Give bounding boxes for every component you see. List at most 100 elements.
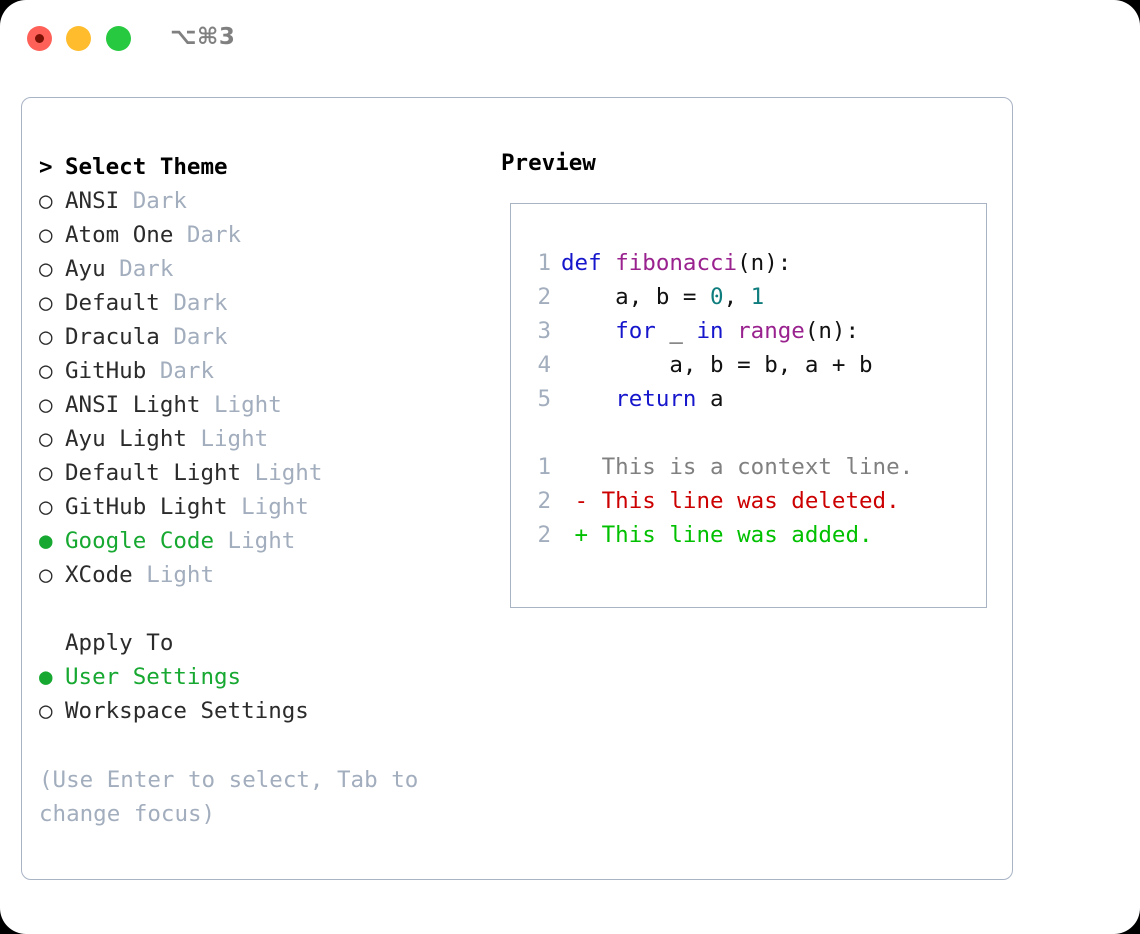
theme-option-tag: Light <box>200 392 282 418</box>
apply-to-option-name: Workspace Settings <box>65 698 309 724</box>
theme-option-row[interactable]: ○ Default Light Light <box>39 456 479 490</box>
select-theme-header: > Select Theme <box>39 150 479 184</box>
theme-option-tag: Dark <box>146 358 215 384</box>
theme-option-row[interactable]: ○ Ayu Light Light <box>39 422 479 456</box>
theme-option-name: Dracula <box>65 324 160 350</box>
theme-list-column: >Select Theme ○ANSI Dark○Atom One Dark○A… <box>39 150 479 728</box>
theme-option-name: Default <box>65 290 160 316</box>
theme-option-name: Ayu Light <box>65 426 187 452</box>
theme-option-row[interactable]: ○Ayu Dark <box>39 252 479 286</box>
theme-option-row[interactable]: ●Google Code Light <box>39 524 479 558</box>
theme-option-tag: Light <box>132 562 215 588</box>
prompt-caret-icon: > <box>39 154 53 180</box>
line-number: 2 <box>537 488 551 514</box>
theme-option-name: ANSI <box>65 188 120 214</box>
line-content: This is a context line. <box>551 454 914 480</box>
list-spacer <box>39 592 479 626</box>
radio-selected-icon: ● <box>39 664 53 690</box>
theme-option-tag: Dark <box>159 290 228 316</box>
line-number: 4 <box>537 352 551 378</box>
line-number: 3 <box>537 318 551 344</box>
code-token: - This line was deleted. <box>561 488 900 514</box>
code-line-row: 2 a, b = 0, 1 <box>525 280 975 314</box>
theme-option-row[interactable]: ○ ANSI Dark <box>39 184 479 218</box>
radio-unselected-icon: ○ <box>39 392 53 418</box>
code-token: a, b = <box>561 284 711 310</box>
apply-to-option-name: User Settings <box>65 664 242 690</box>
code-token: + This line was added. <box>561 522 873 548</box>
radio-selected-icon: ● <box>39 528 53 554</box>
theme-option-row[interactable]: ○GitHub Light Light <box>39 490 479 524</box>
line-number: 2 <box>537 284 551 310</box>
code-token: _ <box>669 318 697 344</box>
code-token: 0 <box>710 284 724 310</box>
code-token <box>561 318 615 344</box>
code-token <box>561 386 615 412</box>
code-token: def <box>561 250 616 276</box>
theme-option-tag: Light <box>241 460 323 486</box>
preview-gap <box>525 416 975 450</box>
radio-unselected-icon: ○ <box>39 460 53 486</box>
apply-to-option-row[interactable]: ● User Settings <box>39 660 479 694</box>
theme-option-name: GitHub Light <box>65 494 228 520</box>
theme-option-name: ANSI Light <box>65 392 201 418</box>
line-content: a, b = 0, 1 <box>551 284 764 310</box>
code-token: range <box>737 318 805 344</box>
theme-option-name: GitHub <box>65 358 147 384</box>
theme-option-tag: Light <box>214 528 296 554</box>
code-line-row: 4 a, b = b, a + b <box>525 348 975 382</box>
code-token: in <box>696 318 738 344</box>
line-number: 1 <box>537 454 551 480</box>
theme-option-row[interactable]: ○ Dracula Dark <box>39 320 479 354</box>
radio-unselected-icon: ○ <box>39 426 53 452</box>
line-content: def fibonacci(n): <box>551 250 791 276</box>
theme-option-tag: Dark <box>105 256 174 282</box>
code-line-row: 5 return a <box>525 382 975 416</box>
theme-option-row[interactable]: ○ Default Dark <box>39 286 479 320</box>
diff-line-row: 1 This is a context line. <box>525 450 975 484</box>
code-token: fibonacci <box>615 250 738 276</box>
code-line-row: 3 for _ in range(n): <box>525 314 975 348</box>
theme-options-list: ○ANSI Dark○Atom One Dark○Ayu Dark○Defaul… <box>39 184 479 592</box>
radio-unselected-icon: ○ <box>39 290 53 316</box>
line-content: + This line was added. <box>551 522 873 548</box>
minimize-window-button[interactable] <box>66 26 91 51</box>
title-bar: ⌥⌘3 <box>0 0 1140 76</box>
code-token: a, b = b, a + b <box>561 352 873 378</box>
line-number: 2 <box>537 522 551 548</box>
theme-selector-panel: >Select Theme ○ANSI Dark○Atom One Dark○A… <box>21 97 1013 880</box>
apply-to-option-row[interactable]: ○ Workspace Settings <box>39 694 479 728</box>
radio-unselected-icon: ○ <box>39 324 53 350</box>
line-content: - This line was deleted. <box>551 488 900 514</box>
maximize-window-button[interactable] <box>106 26 131 51</box>
line-number: 5 <box>537 386 551 412</box>
line-content: a, b = b, a + b <box>551 352 873 378</box>
code-token: This is a context line. <box>561 454 914 480</box>
code-token: , <box>723 284 751 310</box>
radio-unselected-icon: ○ <box>39 222 53 248</box>
theme-option-name: XCode <box>65 562 133 588</box>
radio-unselected-icon: ○ <box>39 188 53 214</box>
theme-option-row[interactable]: ○ GitHub Dark <box>39 354 479 388</box>
theme-option-tag: Dark <box>119 188 187 214</box>
code-token: 1 <box>750 284 765 310</box>
preview-heading: Preview <box>501 150 596 176</box>
apply-to-header: Apply To <box>65 630 174 656</box>
theme-option-tag: Light <box>186 426 269 452</box>
diff-sample: 1 This is a context line. 2 - This line w… <box>525 450 975 552</box>
radio-unselected-icon: ○ <box>39 358 53 384</box>
theme-option-row[interactable]: ○ ANSI Light Light <box>39 388 479 422</box>
theme-option-row[interactable]: ○ XCode Light <box>39 558 479 592</box>
line-number: 1 <box>537 250 551 276</box>
radio-unselected-icon: ○ <box>39 494 53 520</box>
theme-option-name: Atom One <box>65 222 174 248</box>
theme-option-name: Default Light <box>65 460 242 486</box>
theme-option-tag: Dark <box>159 324 228 350</box>
select-theme-label: Select Theme <box>65 154 228 180</box>
radio-unselected-icon: ○ <box>39 562 53 588</box>
radio-unselected-icon: ○ <box>39 698 53 724</box>
theme-option-row[interactable]: ○Atom One Dark <box>39 218 479 252</box>
